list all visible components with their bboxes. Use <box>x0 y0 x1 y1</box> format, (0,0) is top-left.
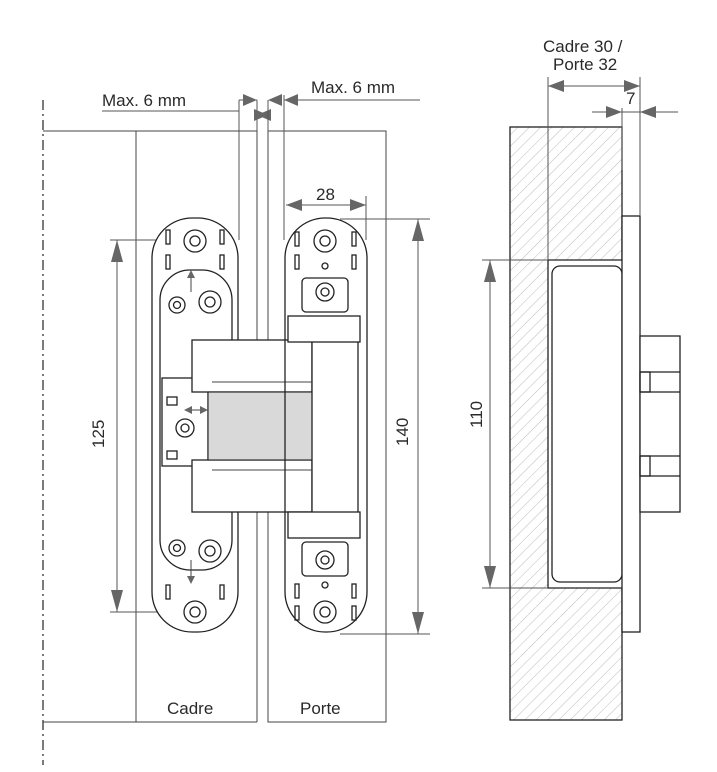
height-110-label: 110 <box>467 401 486 428</box>
height-125-label: 125 <box>89 420 108 448</box>
frame-panel <box>43 130 258 723</box>
door-label: Porte <box>300 699 341 718</box>
side-view: Cadre 30 / Porte 32 7 110 <box>467 37 681 721</box>
depth-label-line1: Cadre 30 / <box>543 37 623 56</box>
width-28-label: 28 <box>316 185 335 204</box>
dimension-offset-7 <box>592 106 678 170</box>
offset-7-label: 7 <box>626 89 635 108</box>
gap-left-label: Max. 6 mm <box>102 91 186 110</box>
depth-label-line2: Porte 32 <box>553 55 617 74</box>
hinge-side-profile <box>621 215 681 633</box>
front-view: Max. 6 mm Max. 6 mm 28 125 <box>42 78 430 765</box>
hinge-door-side <box>284 217 368 633</box>
frame-label: Cadre <box>167 699 213 718</box>
gap-right-label: Max. 6 mm <box>311 78 395 97</box>
dimension-depth <box>547 77 641 260</box>
dimension-gap-right <box>267 94 420 240</box>
dimension-width-28 <box>286 196 367 240</box>
hinge-arm <box>191 315 361 539</box>
height-140-label: 140 <box>393 418 412 446</box>
frame-pocket <box>547 259 623 589</box>
dimension-height-110 <box>482 259 548 589</box>
dimension-height-140 <box>340 218 430 635</box>
